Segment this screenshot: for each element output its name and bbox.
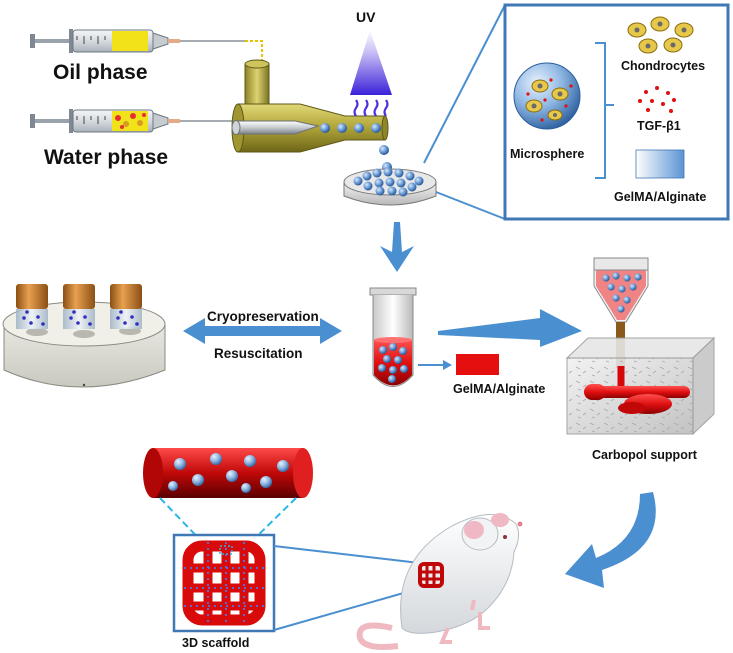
microsphere-icon [513, 62, 581, 130]
zoom-line-top [423, 4, 506, 164]
cryo-vial-2 [63, 284, 95, 329]
scaffold-box [172, 533, 276, 633]
printed-filament [584, 366, 690, 414]
filament-microspheres [168, 453, 289, 493]
uv-light-icon [350, 30, 392, 117]
curved-arrow-to-mouse [565, 492, 656, 588]
dish-microspheres [353, 167, 424, 197]
microsphere-label: Microsphere [510, 147, 584, 161]
oil-phase-label: Oil phase [53, 61, 148, 84]
microfluidic-nozzle [231, 59, 392, 172]
filament-cross-section [143, 448, 313, 498]
tgf-b1-label: TGF-β1 [637, 119, 681, 133]
gelma-alginate-tube-label: GelMA/Alginate [453, 382, 545, 396]
chondrocytes-icon [627, 16, 694, 54]
chondrocytes-label: Chondrocytes [621, 59, 705, 73]
inset-bracket [595, 42, 614, 179]
arrow-down-to-tube [380, 222, 414, 272]
carbopol-support-block [565, 336, 716, 436]
cryo-vial-3 [110, 284, 142, 329]
gelma-alginate-red-swatch [456, 354, 499, 375]
carbopol-support-label: Carbopol support [592, 448, 698, 462]
double-arrow-cryo [183, 318, 342, 344]
oil-syringe [30, 29, 263, 62]
mouse-icon [356, 513, 523, 650]
gelma-alginate-legend-label: GelMA/Alginate [614, 190, 706, 204]
scaffold-3d-label: 3D scaffold [182, 636, 249, 650]
water-phase-label: Water phase [44, 146, 168, 169]
uv-label: UV [356, 9, 376, 25]
zoom-line-bottom [435, 191, 506, 220]
implanted-scaffold [418, 562, 444, 588]
printer-nozzle [593, 257, 649, 368]
gelma-alginate-swatch [635, 149, 685, 179]
collection-dish [343, 167, 437, 206]
scaffold-line-top [273, 545, 429, 565]
nozzle-microspheres [602, 272, 642, 313]
microsphere-inset: Microsphere Chondrocytes TGF-β1 GelMA/Al… [503, 3, 730, 221]
arrow-to-printer [438, 309, 582, 347]
cryo-vial-1 [16, 284, 48, 329]
tgf-b1-icon [638, 86, 676, 113]
tube-microspheres [378, 343, 408, 383]
resuscitation-label: Resuscitation [214, 346, 303, 361]
water-phase-cells [115, 113, 146, 129]
cryopreservation-label: Cryopreservation [207, 309, 319, 324]
cryo-storage-rack [2, 284, 166, 388]
water-syringe [30, 109, 232, 133]
bioink-test-tube [369, 287, 417, 387]
